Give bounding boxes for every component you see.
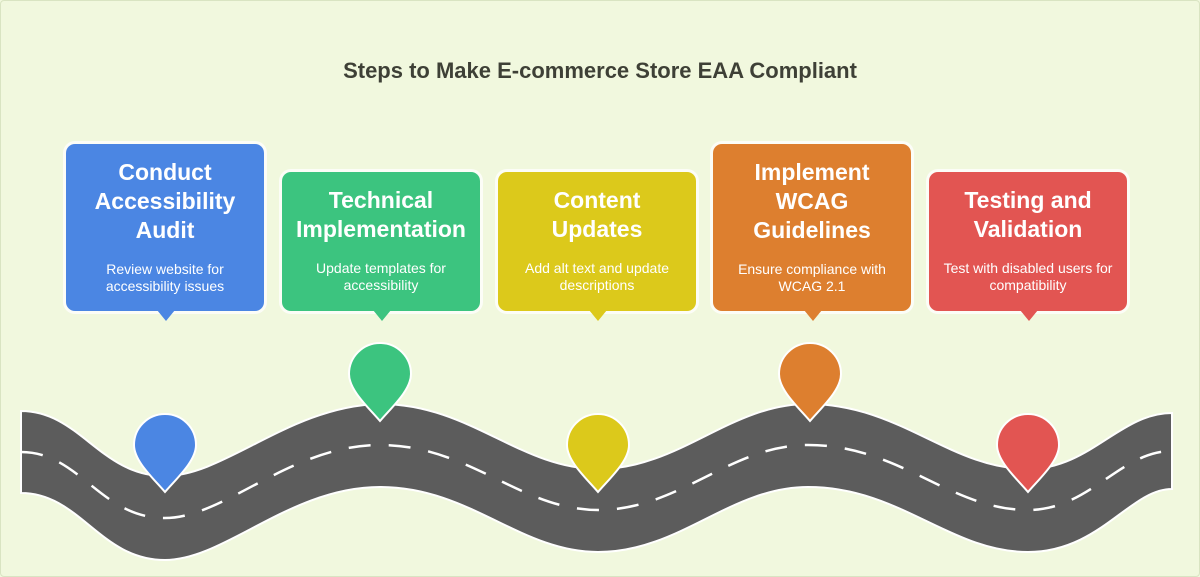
step-description: Update templates for accessibility <box>316 260 446 293</box>
pin-shape <box>777 342 843 423</box>
map-pin-3 <box>565 413 631 494</box>
map-pin-1 <box>132 413 198 494</box>
step-title: Technical Implementation <box>296 187 466 242</box>
step-card-1: Conduct Accessibility Audit Review websi… <box>66 144 264 321</box>
step-title: Testing and Validation <box>964 187 1092 242</box>
diagram-title: Steps to Make E-commerce Store EAA Compl… <box>343 58 857 83</box>
step-title: Content Updates <box>551 187 643 242</box>
step-card-3: Content Updates Add alt text and update … <box>498 172 696 321</box>
map-pin-2 <box>347 342 413 423</box>
pin-shape <box>565 413 631 494</box>
step-description: Review website for accessibility issues <box>105 261 225 294</box>
step-title: Implement WCAG Guidelines <box>753 159 871 243</box>
road-centre-line <box>20 443 1173 520</box>
step-description: Ensure compliance with WCAG 2.1 <box>738 261 886 294</box>
pin-shape <box>132 413 198 494</box>
step-card-5: Testing and Validation Test with disable… <box>929 172 1127 321</box>
step-card-4: Implement WCAG Guidelines Ensure complia… <box>713 144 911 321</box>
pin-shape <box>347 342 413 423</box>
map-pin-5 <box>995 413 1061 494</box>
map-pin-4 <box>777 342 843 423</box>
step-title: Conduct Accessibility Audit <box>94 159 236 243</box>
step-description: Test with disabled users for compatibili… <box>943 260 1113 293</box>
step-card-2: Technical Implementation Update template… <box>282 172 480 321</box>
step-description: Add alt text and update descriptions <box>525 260 669 293</box>
pin-shape <box>995 413 1061 494</box>
